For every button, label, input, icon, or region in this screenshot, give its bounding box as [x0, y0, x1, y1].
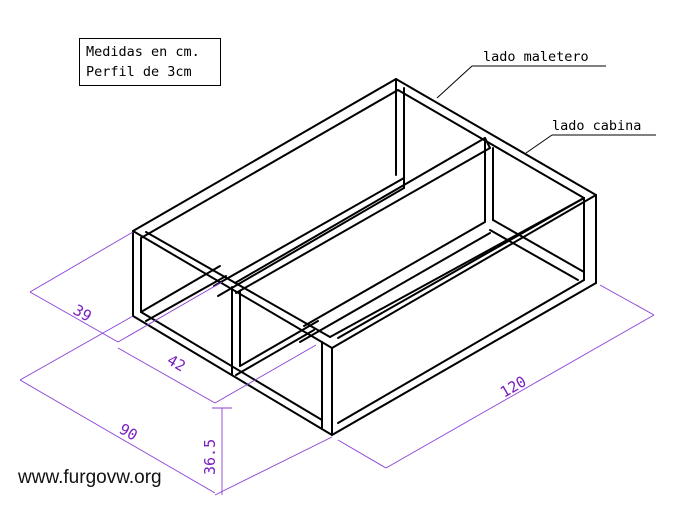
dimension-lines: [19, 231, 655, 496]
dimension-39: 39: [70, 301, 95, 326]
frame-bar: [132, 78, 397, 232]
label-leaders: [436, 65, 656, 154]
frame-bar: [235, 147, 491, 294]
frame-bar: [331, 282, 597, 436]
leader-arrow: [525, 134, 553, 154]
frame-bar: [395, 78, 597, 196]
ext-line: [214, 344, 317, 404]
frame-bar: [140, 265, 221, 313]
dimension-120: 120: [497, 372, 529, 401]
ext-line: [19, 315, 134, 381]
frame-bar: [132, 315, 333, 436]
frame-bar: [489, 229, 579, 281]
frame-bar: [397, 89, 585, 199]
label-lado-maletero: lado maletero: [483, 49, 589, 65]
ext-line: [29, 231, 134, 293]
dim-line-42: [117, 347, 216, 404]
frame-bar: [492, 219, 585, 273]
frame-bar: [217, 187, 405, 297]
frame-bar: [234, 137, 486, 284]
dimension-36-5: 36.5: [201, 439, 219, 475]
note-profile: Perfil de 3cm: [86, 64, 192, 80]
ext-line: [599, 284, 655, 316]
frame-bar: [140, 311, 323, 421]
ext-line: [214, 436, 333, 496]
frame-bar: [239, 320, 319, 367]
frame-bar: [213, 177, 405, 287]
frame-bar: [337, 279, 585, 424]
frame-bar: [337, 197, 585, 339]
frame-bar: [140, 89, 399, 239]
steel-frame: [132, 78, 597, 436]
frame-bar: [145, 275, 227, 322]
measurements-note: Medidas en cm. Perfil de 3cm: [79, 38, 221, 86]
frame-bar: [299, 232, 491, 343]
dimension-42: 42: [164, 351, 189, 376]
dim-line-90: [19, 379, 216, 494]
dim-line-120: [385, 314, 655, 469]
label-lado-cabina: lado cabina: [552, 118, 641, 134]
dim-line-39: [29, 291, 119, 343]
watermark: www.furgovw.org: [17, 467, 162, 488]
frame-bar: [303, 221, 486, 327]
frame-bar: [235, 329, 315, 376]
leader-arrow: [436, 65, 473, 99]
ext-line: [117, 281, 223, 343]
dimension-90: 90: [116, 420, 141, 445]
frame-bar: [331, 194, 597, 349]
ext-line: [337, 439, 387, 469]
note-units: Medidas en cm.: [86, 44, 200, 60]
